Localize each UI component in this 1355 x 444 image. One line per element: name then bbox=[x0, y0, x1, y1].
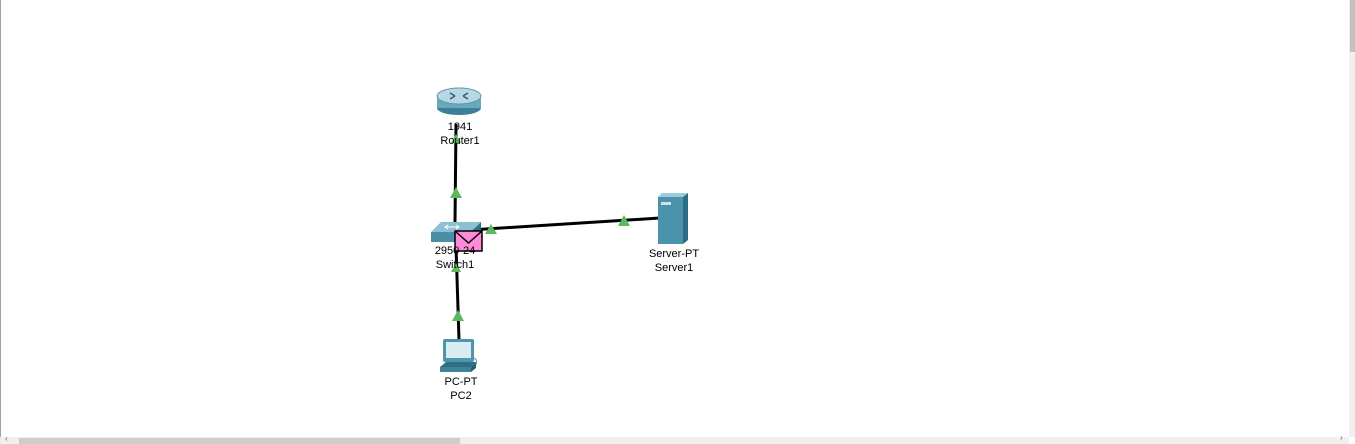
router-name: Router1 bbox=[440, 135, 480, 147]
horizontal-scrollbar[interactable]: ‹ › bbox=[0, 433, 1349, 444]
vertical-scrollbar-thumb[interactable] bbox=[1350, 0, 1355, 52]
cable-switch-server[interactable] bbox=[469, 216, 661, 232]
router-icon[interactable] bbox=[436, 87, 482, 115]
switch-name: Switch1 bbox=[435, 259, 475, 271]
link-light-server-side bbox=[618, 215, 630, 226]
server-label: Server-PT Server1 bbox=[629, 247, 719, 275]
link-light-pc-side bbox=[452, 310, 464, 321]
server-name: Server1 bbox=[654, 262, 694, 274]
server-icon[interactable] bbox=[658, 193, 688, 244]
router-label: 1941 Router1 bbox=[415, 120, 505, 148]
vertical-scrollbar[interactable] bbox=[1349, 0, 1355, 437]
link-light-router-side bbox=[451, 134, 461, 143]
envelope-icon[interactable] bbox=[454, 230, 483, 252]
cable-switch-pc[interactable] bbox=[454, 245, 461, 341]
pc-model: PC-PT bbox=[444, 376, 478, 388]
horizontal-scrollbar-thumb[interactable] bbox=[19, 438, 460, 444]
pc-icon[interactable] bbox=[440, 339, 478, 372]
pc-label: PC-PT PC2 bbox=[416, 375, 506, 403]
server-model: Server-PT bbox=[648, 248, 700, 260]
scroll-right-arrow-icon[interactable]: › bbox=[1340, 433, 1343, 442]
switch-model: 2950-24 bbox=[434, 245, 476, 257]
workspace-left-border bbox=[0, 0, 1, 437]
topology-canvas[interactable] bbox=[0, 0, 1349, 437]
link-light-switch-pc-side bbox=[451, 263, 461, 272]
switch-label: 2950-24 Switch1 bbox=[410, 244, 500, 272]
router-model: 1941 bbox=[447, 121, 473, 133]
link-light-switch-server-side bbox=[485, 224, 497, 234]
pc-name: PC2 bbox=[450, 390, 472, 402]
scroll-left-arrow-icon[interactable]: ‹ bbox=[5, 434, 8, 443]
link-light-switch-router-side bbox=[450, 187, 462, 198]
